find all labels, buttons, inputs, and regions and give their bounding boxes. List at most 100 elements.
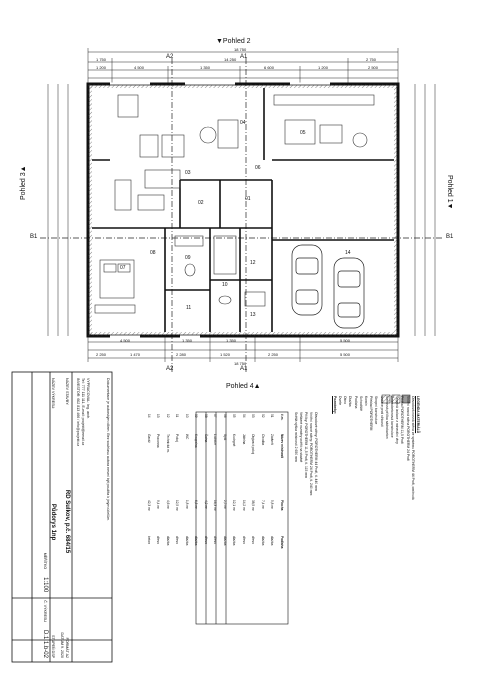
table-cell: 14 xyxy=(147,414,151,418)
table-cell: Zádveří xyxy=(270,434,275,445)
view-label-bottom: Pohled 4▲ xyxy=(226,383,261,390)
date-value: 9. 2020 xyxy=(60,645,64,658)
table-cell: 38,5 m² xyxy=(251,500,256,511)
view-label-left: Pohled 3▲ xyxy=(20,165,27,200)
table-cell: dřevo xyxy=(175,536,180,544)
room-10: 10 xyxy=(222,282,228,288)
side-dimension-chains xyxy=(47,84,436,336)
table-cell: dlažba xyxy=(185,536,189,546)
note-line: Příčky: POROTHERM 11,5 Profi, tl. 115 mm xyxy=(304,412,308,479)
table-cell: dřevo xyxy=(251,536,256,544)
table-cell: Kuchyně xyxy=(232,434,237,447)
table-cell: dřevo xyxy=(156,536,161,544)
table-cell: 02 xyxy=(261,414,265,418)
room-11: 11 xyxy=(186,305,192,311)
view-label-top: ▼Pohled 2 xyxy=(216,38,251,45)
legend-item: Vnitřní nosná stěna POROTHERM 24 Profi xyxy=(405,396,410,461)
top-dimension-chains xyxy=(87,48,399,84)
legend-item: Izolace proti vlhkosti xyxy=(379,396,384,427)
living-furniture xyxy=(114,94,239,211)
legend-item: Nenosná příčka sádrokarton xyxy=(384,396,389,439)
table-cell: 05 xyxy=(232,414,237,418)
col-header: Název místnosti xyxy=(280,434,284,459)
dim-top-r2-3: 6 600 xyxy=(264,65,275,70)
table-cell: 12 xyxy=(166,414,170,418)
dim-bot-r2-4: 2 250 xyxy=(268,352,279,357)
dim-bot-r1-1: 1 350 xyxy=(182,338,193,343)
legend-item: Podlaha xyxy=(353,396,358,409)
section-a-bottom: A2 xyxy=(166,366,174,372)
table-cell: Šatna xyxy=(204,434,208,443)
dim-top-r2-5: 2 500 xyxy=(368,65,379,70)
table-cell: 5,8 m² xyxy=(270,500,275,510)
stage-value: DSP xyxy=(51,650,55,658)
room-14: 14 xyxy=(345,250,351,256)
designer: Ing. arch. xyxy=(86,404,90,420)
dim-bot-r1-0: 4 500 xyxy=(120,338,131,343)
date-label: DATUM xyxy=(60,632,64,645)
drawing-label: NÁZEV VÝKRESU: xyxy=(51,378,55,410)
drawing-number: D.1.1.b-02 xyxy=(42,629,48,658)
table-cell: dlažba xyxy=(232,536,237,546)
table-cell: 12,5 m² xyxy=(175,500,180,511)
table-cell: 08 xyxy=(204,414,208,418)
table-cell: Koupelna xyxy=(194,434,199,448)
table-cell: Spíž xyxy=(223,434,227,441)
room-12: 12 xyxy=(250,260,256,266)
dim-top-total: 18 750 xyxy=(234,47,247,52)
dim-bottom-total: 18 750 xyxy=(234,361,247,366)
table-cell: Jídelna xyxy=(242,434,246,445)
dim-bot-r2-3: 1 520 xyxy=(220,352,231,357)
title-block: Dokumentace je autorským dílem. Bez souh… xyxy=(42,378,110,658)
materials-legend: LEGENDA MATERIÁLŮ Obvodová nosná stěna z… xyxy=(332,396,420,596)
stage-label: STUPEŇ xyxy=(51,635,55,650)
table-cell: dlažba xyxy=(223,536,227,546)
table-cell: Ložnice xyxy=(213,434,218,445)
note-line: Světlá výška místností 2 650 mm xyxy=(294,412,298,462)
dim-bot-r2-0: 2 250 xyxy=(96,352,107,357)
project-label: NÁZEV STAVBY: xyxy=(65,378,69,406)
scale-value: 1:100 xyxy=(42,577,48,593)
room-01: 01 xyxy=(245,196,251,202)
section-a-bottom-2: A1 xyxy=(240,366,248,372)
table-cell: Pokoj xyxy=(175,434,180,442)
dim-bot-r2-1: 1 470 xyxy=(130,352,141,357)
table-cell: 4,6 m² xyxy=(166,500,170,510)
table-cell: WC xyxy=(185,434,189,440)
dim-top-r2-0: 1 200 xyxy=(96,65,107,70)
section-lines xyxy=(40,58,444,372)
note-line: Obvodové stěny: POROTHERM 44 Profi, tl. … xyxy=(314,412,318,491)
table-cell: 2,5 m² xyxy=(223,500,227,510)
format-value: A2 xyxy=(65,653,69,658)
investor: 602 813 466 / info@projekt.cz xyxy=(76,398,80,447)
legend-item: Překlad POROTHERM xyxy=(369,396,374,431)
dim-top-1: 1 750 xyxy=(96,57,107,62)
table-cell: 9,4 m² xyxy=(156,500,161,510)
bedroom-furniture xyxy=(94,259,136,314)
title-block-frame xyxy=(11,371,113,663)
bottom-dimension-chains xyxy=(87,336,399,362)
legend-swatches xyxy=(381,394,411,404)
dim-bot-r1-2: 1 350 xyxy=(226,338,237,343)
legend-item: Obvodová nosná stěna ze systému POROTHER… xyxy=(410,396,415,500)
view-label-right: Pohled 1▼ xyxy=(446,175,453,210)
table-cell: 03 xyxy=(251,414,256,418)
section-b-left: B1 xyxy=(30,234,38,240)
legend-item: Tepelná izolace z minerální vlny xyxy=(395,396,400,444)
table-cell: beton xyxy=(147,536,151,544)
stamp-text: Dokumentace je autorským dílem. Bez souh… xyxy=(106,378,110,522)
dim-bot-r2-5: 5 500 xyxy=(340,352,351,357)
table-cell: Technická m. xyxy=(166,434,170,453)
col-header: č.m. xyxy=(280,414,284,421)
table-cell: dřevo xyxy=(213,536,218,544)
rooms-table-frame xyxy=(195,411,289,625)
table-cell: 04 xyxy=(242,414,246,418)
table-cell: Chodba xyxy=(261,434,265,446)
